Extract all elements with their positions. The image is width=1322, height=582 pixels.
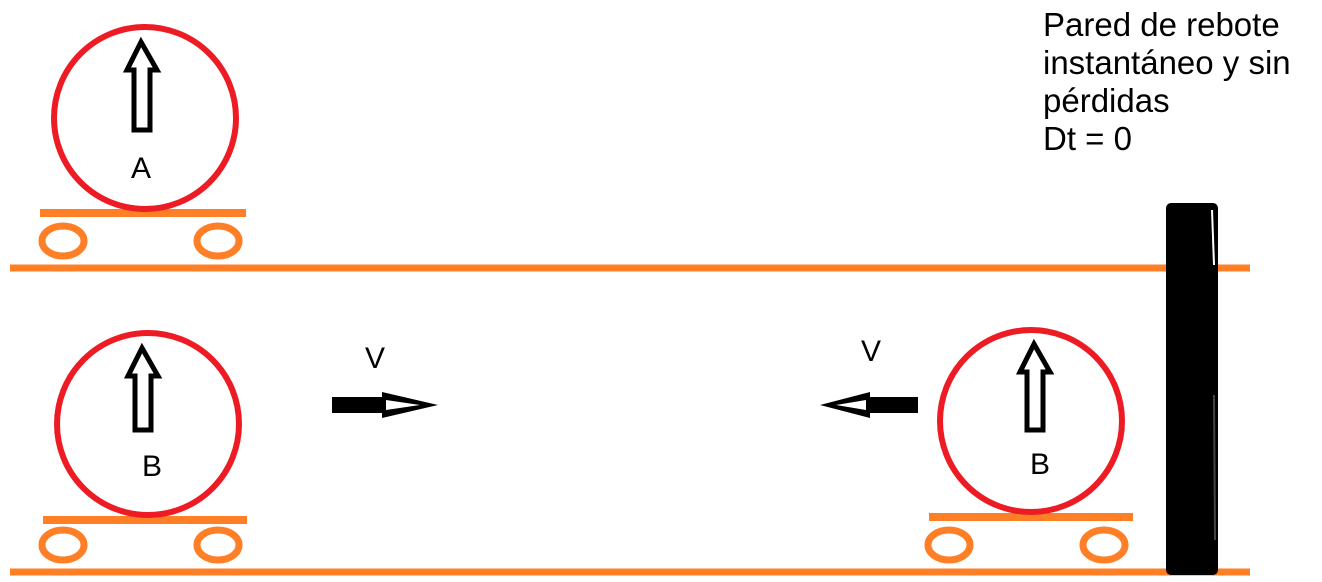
rebound-wall xyxy=(1166,203,1218,575)
wall-caption-line-1: Pared de rebote xyxy=(1043,6,1280,43)
velocity-left: V xyxy=(820,335,918,418)
ball-b-right-label: B xyxy=(1030,448,1050,481)
ball-b-left: B xyxy=(54,330,242,518)
right-arrow-icon xyxy=(332,392,438,418)
up-arrow-icon xyxy=(122,36,162,133)
top-cart xyxy=(38,209,246,260)
ball-b-right: B xyxy=(937,327,1125,515)
velocity-right: V xyxy=(332,342,438,418)
bottom-left-cart xyxy=(38,516,247,564)
velocity-right-label: V xyxy=(365,342,385,375)
wall-caption: Pared de rebote instantáneo y sin pérdid… xyxy=(1043,6,1322,158)
velocity-left-label: V xyxy=(861,335,881,368)
up-arrow-icon xyxy=(123,342,163,433)
ball-a: A xyxy=(51,24,239,212)
wall-caption-line-3: pérdidas xyxy=(1043,82,1170,119)
wall-caption-line-2: instantáneo y sin xyxy=(1043,44,1291,81)
left-arrow-icon xyxy=(820,392,918,418)
wall-caption-line-4: Dt = 0 xyxy=(1043,120,1132,157)
up-arrow-icon xyxy=(1015,338,1055,433)
ball-a-label: A xyxy=(131,152,151,185)
ball-b-left-label: B xyxy=(142,450,162,483)
bottom-right-cart xyxy=(924,513,1133,564)
